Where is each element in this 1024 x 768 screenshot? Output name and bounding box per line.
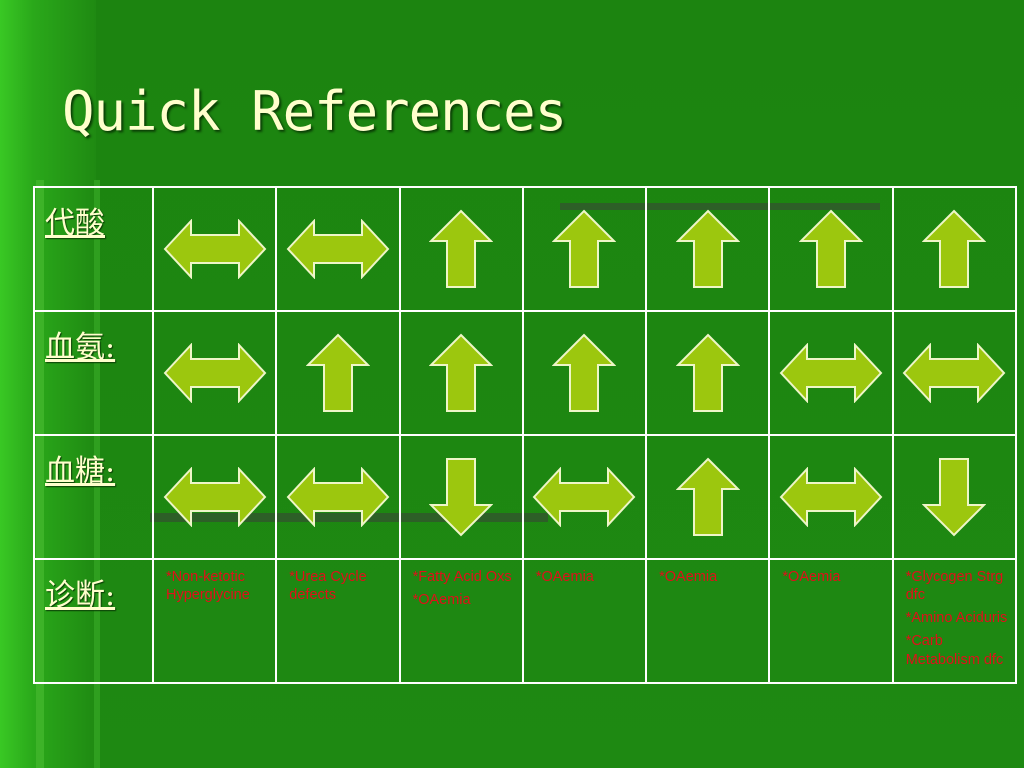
arrow-up-icon — [770, 188, 891, 310]
arrow-cell — [398, 310, 524, 436]
row-label-cell: 血糖: — [33, 434, 154, 560]
diagnosis-cell: *OAemia — [768, 558, 894, 684]
diagnosis-cell: *OAemia — [645, 558, 771, 684]
arrow-up-icon — [401, 312, 522, 434]
arrow-up-icon — [647, 436, 768, 558]
reference-table: 代酸 血氨: 血糖: 诊断: *Non-ketotic Hyperglycine… — [33, 186, 1018, 684]
arrow-cell — [521, 186, 648, 312]
row-label-cell: 血氨: — [33, 310, 154, 436]
arrow-down-icon — [401, 436, 522, 558]
arrow-cell — [151, 310, 278, 436]
arrow-cell — [275, 434, 401, 560]
diagnosis-text: *OAemia — [659, 569, 718, 585]
table-row: 血氨: — [33, 310, 1018, 436]
arrow-up-icon — [647, 188, 768, 310]
arrow-cell — [768, 310, 894, 436]
arrow-up-icon — [524, 312, 645, 434]
arrow-down-icon — [894, 436, 1015, 558]
row-label: 诊断: — [45, 578, 116, 613]
arrow-cell — [398, 434, 524, 560]
arrow-up-icon — [277, 312, 398, 434]
diagnosis-cell: *Non-ketotic Hyperglycine — [151, 558, 278, 684]
arrow-horizontal-icon — [894, 312, 1015, 434]
arrow-cell — [645, 186, 771, 312]
arrow-cell — [645, 434, 771, 560]
arrow-up-icon — [401, 188, 522, 310]
table-row: 代酸 — [33, 186, 1018, 312]
diagnosis-cell: *Glycogen Strg dfc *Amino Aciduris *Carb M… — [891, 558, 1018, 684]
arrow-up-icon — [894, 188, 1015, 310]
diagnosis-text: *Amino Aciduris — [905, 610, 1008, 627]
arrow-cell — [521, 434, 648, 560]
arrow-horizontal-icon — [524, 436, 645, 558]
arrow-cell — [891, 434, 1018, 560]
diagnosis-text: *OAemia — [412, 592, 471, 609]
arrow-horizontal-icon — [154, 436, 275, 558]
row-label: 代酸 — [45, 206, 105, 241]
arrow-horizontal-icon — [154, 312, 275, 434]
diagnosis-cell: *OAemia — [521, 558, 648, 684]
arrow-cell — [768, 186, 894, 312]
row-label: 血糖: — [45, 454, 116, 489]
table-row: 血糖: — [33, 434, 1018, 560]
diagnosis-text: *Urea Cycle defects — [289, 569, 367, 604]
row-label: 血氨: — [45, 330, 116, 365]
arrow-cell — [768, 434, 894, 560]
arrow-horizontal-icon — [277, 436, 398, 558]
row-label-cell: 诊断: — [33, 558, 154, 684]
arrow-cell — [151, 186, 278, 312]
diagnosis-text: *OAemia — [535, 569, 594, 585]
arrow-horizontal-icon — [770, 436, 891, 558]
diagnosis-text: *Carb Metabolism dfc — [905, 633, 1004, 668]
arrow-horizontal-icon — [154, 188, 275, 310]
arrow-cell — [891, 186, 1018, 312]
slide-title: Quick References — [62, 80, 567, 143]
table-row: 诊断: *Non-ketotic Hyperglycine *Urea Cycl… — [33, 558, 1018, 684]
diagnosis-text: *Glycogen Strg dfc — [905, 569, 1004, 604]
arrow-cell — [398, 186, 524, 312]
arrow-cell — [151, 434, 278, 560]
arrow-cell — [275, 310, 401, 436]
diagnosis-cell: *Fatty Acid Oxs *OAemia — [398, 558, 524, 684]
arrow-cell — [645, 310, 771, 436]
arrow-cell — [891, 310, 1018, 436]
arrow-up-icon — [647, 312, 768, 434]
arrow-horizontal-icon — [277, 188, 398, 310]
diagnosis-text: *Fatty Acid Oxs — [412, 569, 512, 585]
arrow-cell — [521, 310, 648, 436]
row-label-cell: 代酸 — [33, 186, 154, 312]
arrow-up-icon — [524, 188, 645, 310]
diagnosis-text: *Non-ketotic Hyperglycine — [166, 569, 250, 604]
arrow-horizontal-icon — [770, 312, 891, 434]
diagnosis-text: *OAemia — [782, 569, 841, 585]
diagnosis-cell: *Urea Cycle defects — [275, 558, 401, 684]
arrow-cell — [275, 186, 401, 312]
